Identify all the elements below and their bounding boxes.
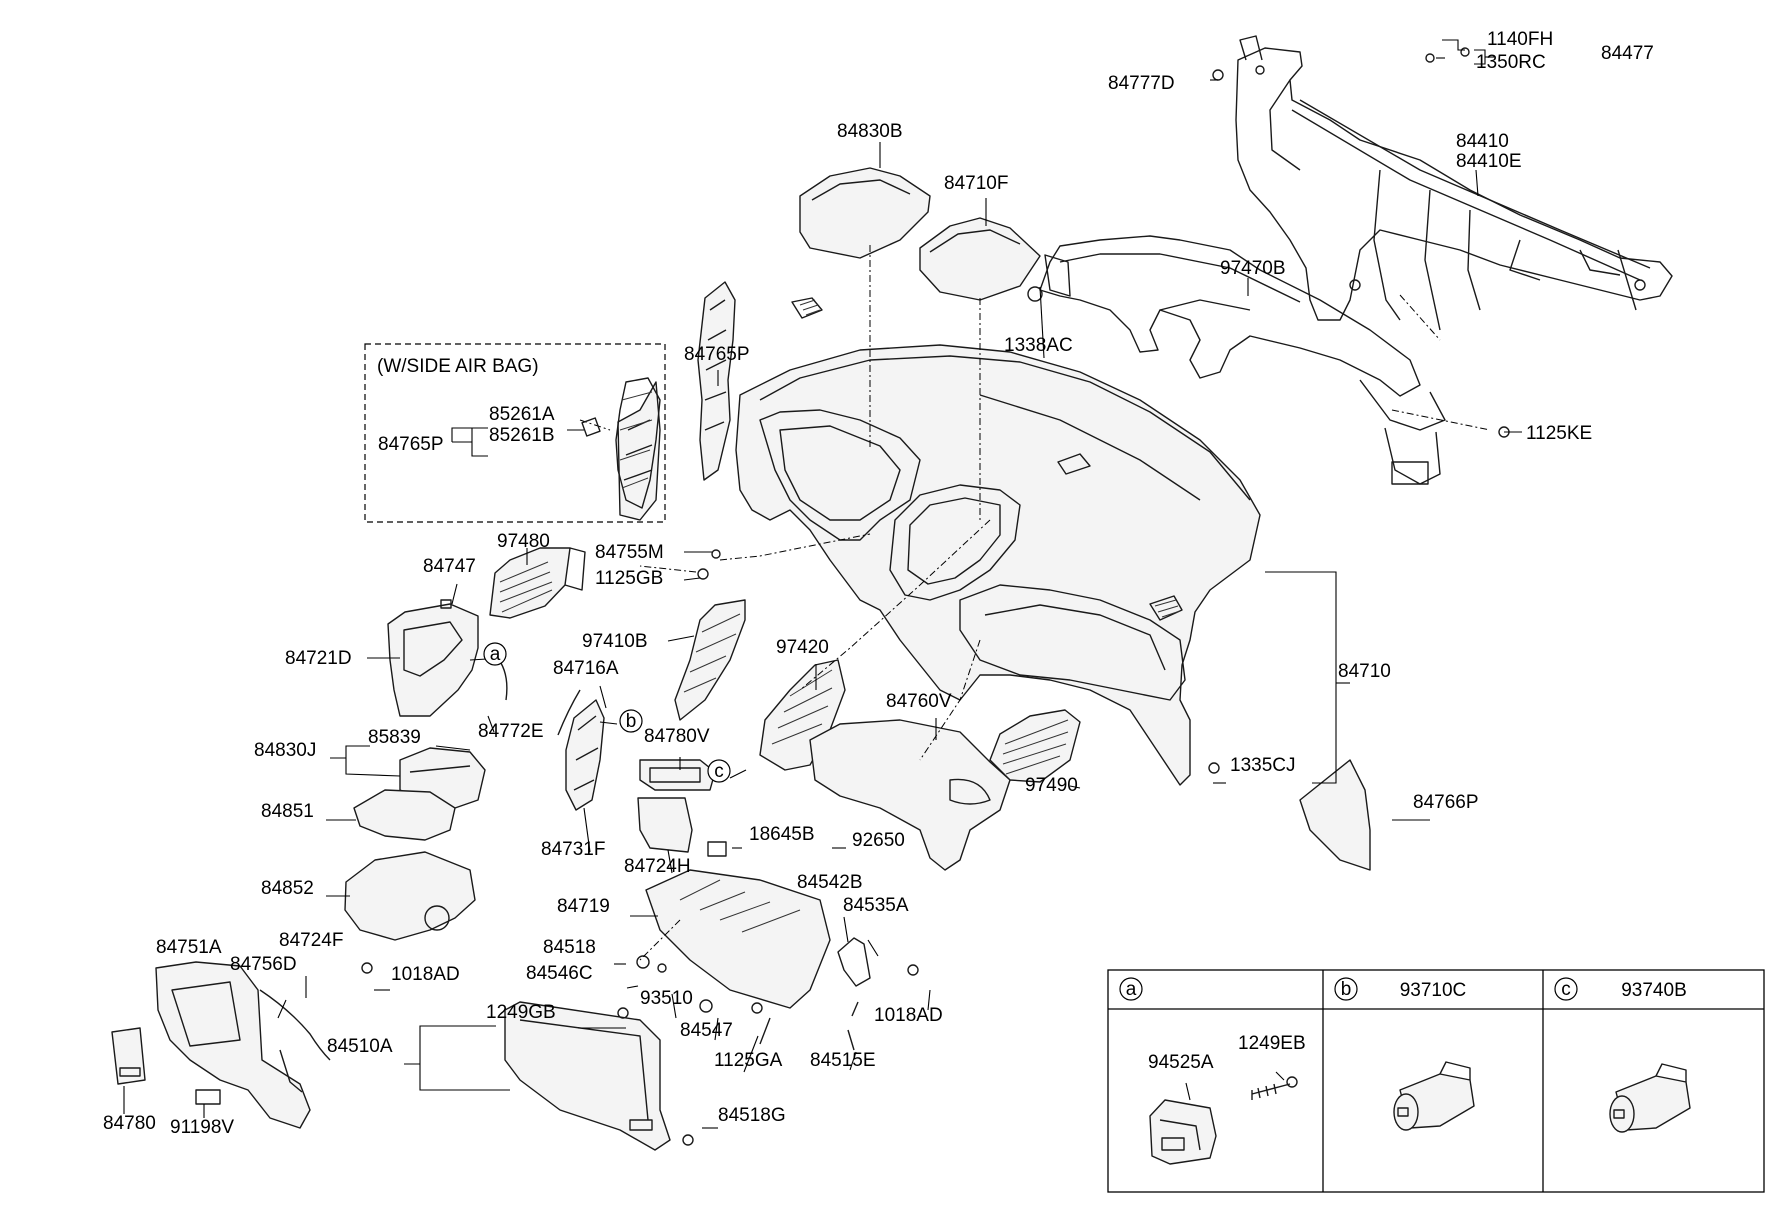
label-84546C: 84546C — [526, 963, 593, 984]
label-84724H: 84724H — [624, 856, 691, 877]
label-84780: 84780 — [103, 1113, 156, 1134]
upper-panel-drawings — [799, 167, 1041, 301]
label-1018AD-right: 1018AD — [874, 1005, 943, 1026]
label-84510A: 84510A — [327, 1036, 393, 1057]
label-84716A: 84716A — [553, 658, 619, 679]
fastener-drawings — [361, 47, 1510, 1146]
label-84710F: 84710F — [944, 173, 1008, 194]
label-84852: 84852 — [261, 878, 314, 899]
switch-a-drawing — [1149, 1099, 1217, 1165]
table-col-b-title: 93710C — [1400, 980, 1467, 1001]
label-1125KE: 1125KE — [1526, 423, 1592, 444]
table-col-b-letter: b — [1341, 979, 1352, 1000]
label-1125GB: 1125GB — [595, 568, 663, 589]
label-84710: 84710 — [1338, 661, 1391, 682]
label-85261B: 85261B — [489, 425, 555, 446]
label-84542B: 84542B — [797, 872, 863, 893]
crash-pad-drawing — [735, 297, 1261, 786]
table-col-c-letter: c — [1561, 979, 1571, 1000]
label-84515E: 84515E — [810, 1050, 876, 1071]
label-84766P: 84766P — [1413, 792, 1479, 813]
label-84410: 84410 — [1456, 131, 1509, 152]
part-labels: 1140FH 1350RC 84477 84777D 84830B 84710F… — [103, 29, 1654, 1138]
screw-a-drawing — [1251, 1083, 1291, 1100]
label-84410E: 84410E — [1456, 151, 1522, 172]
label-1350RC: 1350RC — [1476, 52, 1546, 73]
label-97470B: 97470B — [1220, 258, 1286, 279]
side-trim-panel-drawings — [617, 281, 736, 521]
label-1140FH: 1140FH — [1487, 29, 1553, 50]
label-84780V: 84780V — [644, 726, 710, 747]
label-84777D: 84777D — [1108, 73, 1175, 94]
label-84830J: 84830J — [254, 740, 316, 761]
label-97480: 97480 — [497, 531, 550, 552]
side-air-bag-box — [364, 343, 666, 523]
lower-panel-drawing — [809, 719, 1011, 871]
label-84477: 84477 — [1601, 43, 1654, 64]
label-1125GA: 1125GA — [714, 1050, 783, 1071]
label-94525A: 94525A — [1148, 1052, 1214, 1073]
table-col-a-letter: a — [1126, 979, 1137, 1000]
label-84518: 84518 — [543, 937, 596, 958]
leader-lines — [123, 39, 1522, 1129]
detail-table — [1107, 969, 1765, 1193]
callout-b: b — [626, 711, 637, 732]
triangle-cover-drawing — [1299, 759, 1371, 871]
label-84765P-top: 84765P — [684, 344, 750, 365]
callout-circles — [483, 642, 731, 783]
label-97410B: 97410B — [582, 631, 648, 652]
knee-panel-drawing — [111, 961, 331, 1129]
label-1335CJ: 1335CJ — [1230, 755, 1296, 776]
label-84731F: 84731F — [541, 839, 605, 860]
label-92650: 92650 — [852, 830, 905, 851]
label-84747: 84747 — [423, 556, 476, 577]
label-84724F: 84724F — [279, 930, 343, 951]
label-97490: 97490 — [1025, 775, 1078, 796]
label-1018AD-left: 1018AD — [391, 964, 460, 985]
left-cluster-parts-drawing — [387, 547, 586, 736]
label-84518G: 84518G — [718, 1105, 786, 1126]
air-duct-drawing — [1039, 235, 1446, 485]
label-18645B: 18645B — [749, 824, 815, 845]
label-84772E: 84772E — [478, 721, 544, 742]
label-84721D: 84721D — [285, 648, 352, 669]
label-84765P-box: 84765P — [378, 434, 444, 455]
label-93510: 93510 — [640, 988, 693, 1009]
label-84755M: 84755M — [595, 542, 664, 563]
table-col-c-title: 93740B — [1621, 980, 1687, 1001]
label-84756D: 84756D — [230, 954, 297, 975]
label-85261A: 85261A — [489, 404, 555, 425]
glove-box-drawings — [504, 869, 831, 1151]
center-vent-drawings — [674, 599, 1081, 783]
side-air-bag-bracket-drawing — [615, 377, 661, 509]
callout-c: c — [714, 761, 724, 782]
label-97420: 97420 — [776, 637, 829, 658]
label-84851: 84851 — [261, 801, 314, 822]
column-cover-drawings — [344, 747, 486, 941]
label-84830B: 84830B — [837, 121, 903, 142]
callout-a: a — [490, 644, 501, 665]
label-84760V: 84760V — [886, 691, 952, 712]
label-84719: 84719 — [557, 896, 610, 917]
pillar-trim-drawing — [565, 699, 605, 811]
label-84547: 84547 — [680, 1020, 733, 1041]
label-91198V: 91198V — [170, 1117, 234, 1138]
cowl-cross-bar-drawing — [1235, 35, 1673, 331]
switch-bezel-drawings — [637, 759, 716, 853]
label-84751A: 84751A — [156, 937, 222, 958]
label-85839: 85839 — [368, 727, 421, 748]
side-air-bag-note: (W/SIDE AIR BAG) — [377, 356, 539, 377]
label-1338AC: 1338AC — [1004, 335, 1073, 356]
label-1249EB: 1249EB — [1238, 1033, 1306, 1054]
label-1249GB: 1249GB — [486, 1002, 556, 1023]
label-84535A: 84535A — [843, 895, 909, 916]
